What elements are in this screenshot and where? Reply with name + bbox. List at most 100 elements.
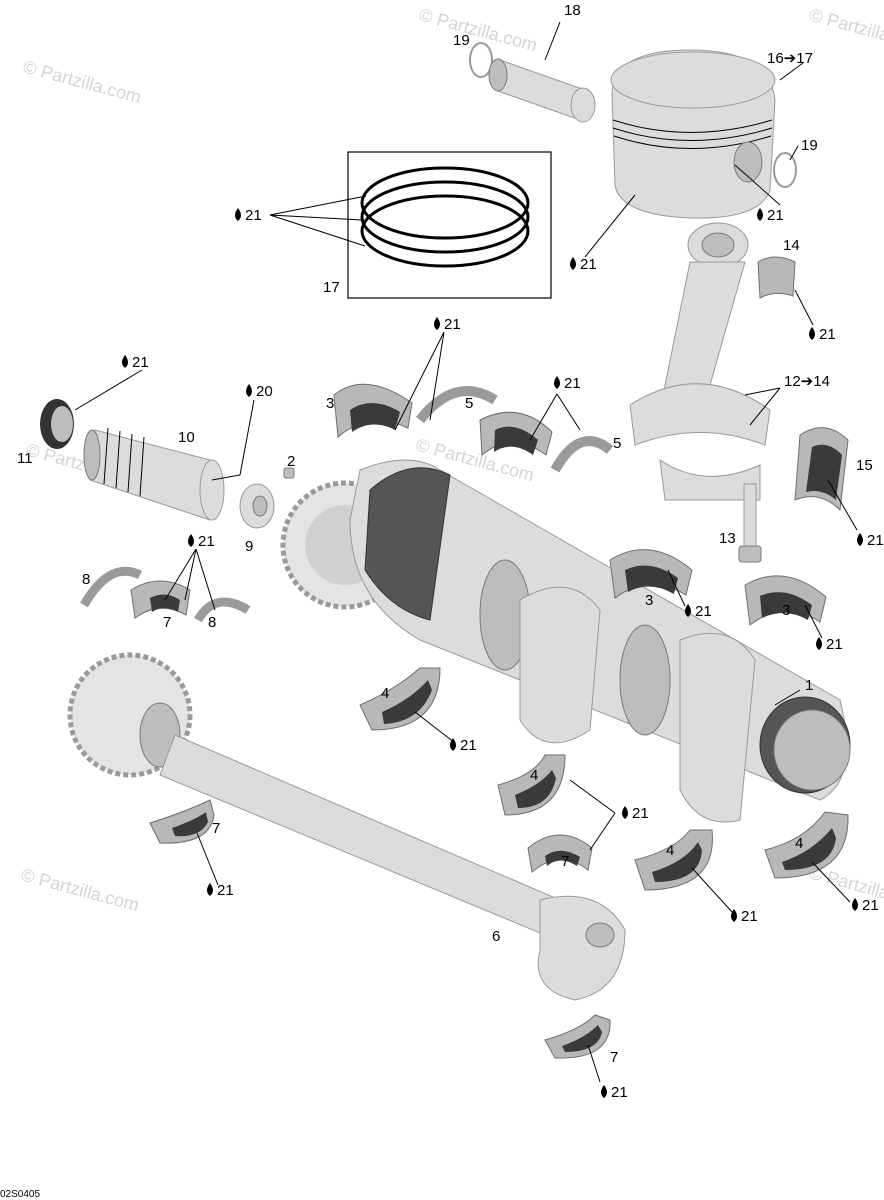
- oil-drop-icon: [601, 1085, 607, 1098]
- watermark: © Partzilla.com: [21, 57, 143, 108]
- oil-drop-icon: [246, 384, 252, 397]
- callout-1: 1: [805, 677, 813, 694]
- balance-bearing-shell: [544, 1014, 611, 1059]
- diagram-code: 02S0405: [0, 1189, 40, 1200]
- callout-9: 9: [245, 538, 253, 555]
- small-end-bushing: [757, 256, 796, 299]
- callout-8: 8: [82, 571, 90, 588]
- callout-4: 4: [530, 767, 538, 784]
- thrust-washer: [80, 566, 143, 608]
- svg-text:21: 21: [611, 1084, 628, 1101]
- svg-text:21: 21: [695, 603, 712, 620]
- callout-5: 5: [613, 435, 621, 452]
- oil-drop-icon: [857, 533, 863, 546]
- connecting-rod: [629, 222, 771, 501]
- main-bearing-shell: [744, 575, 827, 626]
- lube-callout: 21: [685, 603, 712, 620]
- lube-callout: 21: [450, 737, 477, 754]
- callout-13: 13: [719, 530, 736, 547]
- svg-text:21: 21: [741, 908, 758, 925]
- callout-19: 19: [801, 137, 818, 154]
- callout-4: 4: [666, 842, 674, 859]
- watermark: © Partzilla.com: [417, 5, 539, 56]
- callout-3: 3: [782, 602, 790, 619]
- oil-drop-icon: [122, 355, 128, 368]
- circlip-right: [773, 152, 797, 188]
- leader-line: [269, 195, 367, 247]
- main-bearing-shell: [479, 411, 553, 457]
- lube-callout: 21: [434, 316, 461, 333]
- thrust-washer: [416, 386, 498, 424]
- main-bearing-shell: [764, 811, 849, 879]
- oil-drop-icon: [188, 534, 194, 547]
- lube-callout: 21: [622, 805, 649, 822]
- callout-18: 18: [564, 2, 581, 19]
- lube-callout: 21: [757, 207, 784, 224]
- lube-callout: 21: [122, 354, 149, 371]
- svg-text:21: 21: [632, 805, 649, 822]
- watermark: © Partzilla.com: [807, 5, 884, 56]
- dowel-pin: [283, 467, 295, 479]
- main-bearing-shell: [634, 829, 713, 891]
- svg-text:21: 21: [767, 207, 784, 224]
- balance-shaft-sleeve: [83, 427, 225, 521]
- oil-drop-icon: [816, 637, 822, 650]
- lube-callout: 21: [570, 256, 597, 273]
- lube-callout: 21: [809, 326, 836, 343]
- lube-callout: 21: [601, 1084, 628, 1101]
- oil-drop-icon: [809, 327, 815, 340]
- svg-text:21: 21: [819, 326, 836, 343]
- crankshaft: [349, 459, 851, 823]
- callout-3: 3: [645, 592, 653, 609]
- svg-text:21: 21: [217, 882, 234, 899]
- callout-19: 19: [453, 32, 470, 49]
- callout-7: 7: [610, 1049, 618, 1066]
- callout-16-17: 16➔17: [767, 50, 813, 67]
- main-bearing-shell: [333, 383, 413, 438]
- svg-text:21: 21: [444, 316, 461, 333]
- callout-7: 7: [163, 614, 171, 631]
- callout-17: 17: [323, 279, 340, 296]
- main-bearing-shell: [359, 667, 441, 731]
- svg-text:21: 21: [245, 207, 262, 224]
- lube-callout: 21: [554, 375, 581, 392]
- lube-callout: 21: [857, 532, 884, 549]
- oil-drop-icon: [757, 208, 763, 221]
- balance-bearing-shell: [130, 580, 191, 619]
- lube-callout: 21: [207, 882, 234, 899]
- callout-2: 2: [287, 453, 295, 470]
- piston-rings: [360, 166, 530, 268]
- oil-drop-icon: [450, 738, 456, 751]
- main-bearing-shell: [609, 549, 693, 599]
- callout-15: 15: [856, 457, 873, 474]
- lube-callout: 20: [246, 383, 273, 400]
- oil-drop-icon: [685, 604, 691, 617]
- svg-text:21: 21: [867, 532, 884, 549]
- thrust-washer: [194, 597, 251, 623]
- callout-14: 14: [783, 237, 800, 254]
- circlip-left: [469, 42, 493, 78]
- svg-text:21: 21: [862, 897, 879, 914]
- piston: [610, 49, 776, 219]
- watermark: © Partzilla.com: [19, 865, 141, 916]
- lube-callout: 21: [731, 908, 758, 925]
- svg-text:21: 21: [198, 533, 215, 550]
- svg-text:21: 21: [132, 354, 149, 371]
- svg-text:21: 21: [564, 375, 581, 392]
- oil-drop-icon: [554, 376, 560, 389]
- oil-drop-icon: [570, 257, 576, 270]
- sprocket: [239, 483, 275, 529]
- callout-4: 4: [795, 835, 803, 852]
- lube-callout: 21: [816, 636, 843, 653]
- oil-drop-icon: [207, 883, 213, 896]
- callout-12-14: 12➔14: [784, 373, 830, 390]
- balance-shaft: [67, 652, 626, 1001]
- callout-3: 3: [326, 395, 334, 412]
- balance-bearing-shell: [149, 799, 215, 844]
- callout-7: 7: [212, 820, 220, 837]
- svg-text:21: 21: [580, 256, 597, 273]
- callout-7: 7: [561, 853, 569, 870]
- oil-drop-icon: [235, 208, 241, 221]
